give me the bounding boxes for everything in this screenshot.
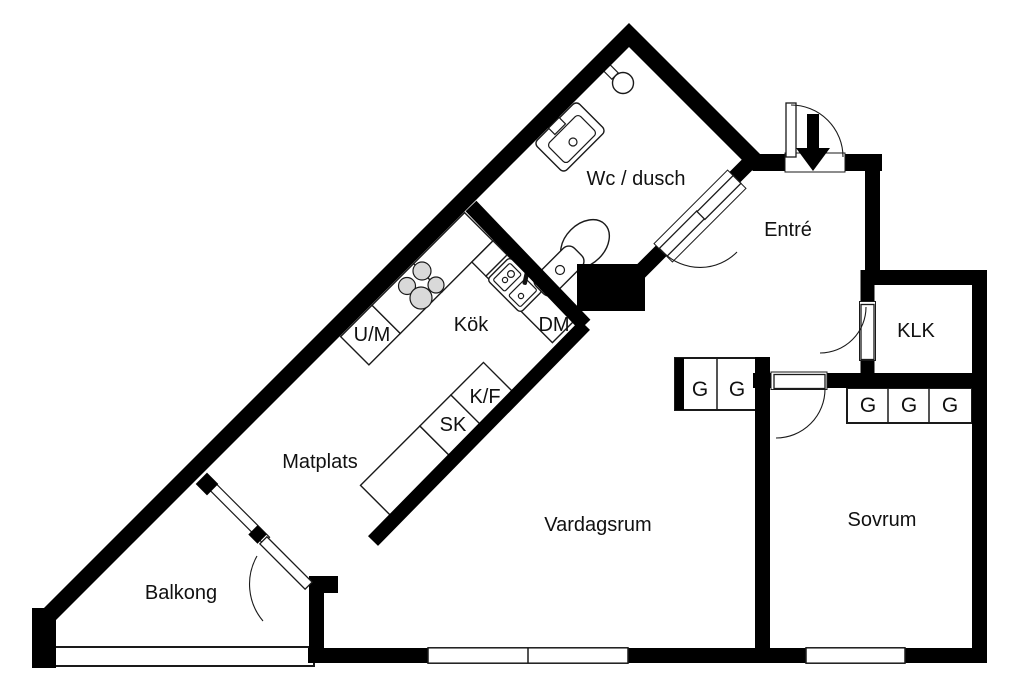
label-fridge-freezer: K/F (469, 386, 500, 408)
bedroom-wardrobe-label: G (860, 394, 876, 417)
room-label-bathroom: Wc / dusch (587, 168, 686, 190)
stove-burner (409, 286, 433, 310)
wardrobe-labels: G G G G G (692, 378, 958, 417)
bedroom-door (773, 373, 826, 439)
kitchen-island-wall (368, 320, 590, 546)
bedroom-wardrobe (846, 387, 973, 424)
entrance-door (785, 102, 844, 158)
windows (427, 647, 906, 664)
stove-burner (397, 276, 417, 296)
southwest-corner-block (32, 608, 56, 668)
bedroom-window (805, 647, 906, 664)
hall-wardrobe-label: G (692, 378, 708, 401)
room-label-hall: Entré (764, 219, 812, 241)
closet-door (819, 303, 875, 361)
openings (653, 152, 876, 390)
bedroom-wardrobe-label: G (901, 394, 917, 417)
room-label-living-room: Vardagsrum (544, 514, 651, 536)
room-label-bedroom: Sovrum (848, 509, 917, 531)
balcony-railing (51, 646, 315, 667)
hall-wardrobe-end-wall (675, 358, 684, 410)
room-label-dining: Matplats (282, 451, 358, 473)
exterior-walls (32, 22, 987, 668)
washbasin-symbol (535, 102, 605, 172)
partition-post-mid (248, 525, 267, 544)
balcony-door (248, 535, 314, 622)
room-label-balcony: Balkong (145, 582, 217, 604)
room-label-kitchen: Kök (454, 314, 489, 336)
entrance-arrow-icon (796, 114, 830, 171)
label-oven-microwave: U/M (354, 324, 391, 346)
kitchen-bathroom-wall (465, 200, 591, 331)
bedroom-wardrobe-label: G (942, 394, 958, 417)
room-labels: Wc / dusch Entré KLK Kök Matplats Vardag… (145, 168, 936, 604)
bathroom-door (658, 174, 742, 269)
room-label-closet: KLK (897, 320, 935, 342)
label-tall-cabinet: SK (440, 414, 467, 436)
label-dishwasher: DM (538, 314, 569, 336)
stove-burner (427, 276, 445, 294)
bathroom-plumbing-wall (577, 264, 645, 311)
hall-wardrobe (674, 357, 758, 411)
kitchen-unit-labels: U/M DM K/F SK (354, 314, 570, 436)
hall-wardrobe-label: G (729, 378, 745, 401)
stove-burners-symbol (397, 261, 445, 310)
balcony-wall-nub (309, 576, 338, 593)
stove-burner (412, 261, 432, 281)
east-south-walls (308, 270, 987, 663)
